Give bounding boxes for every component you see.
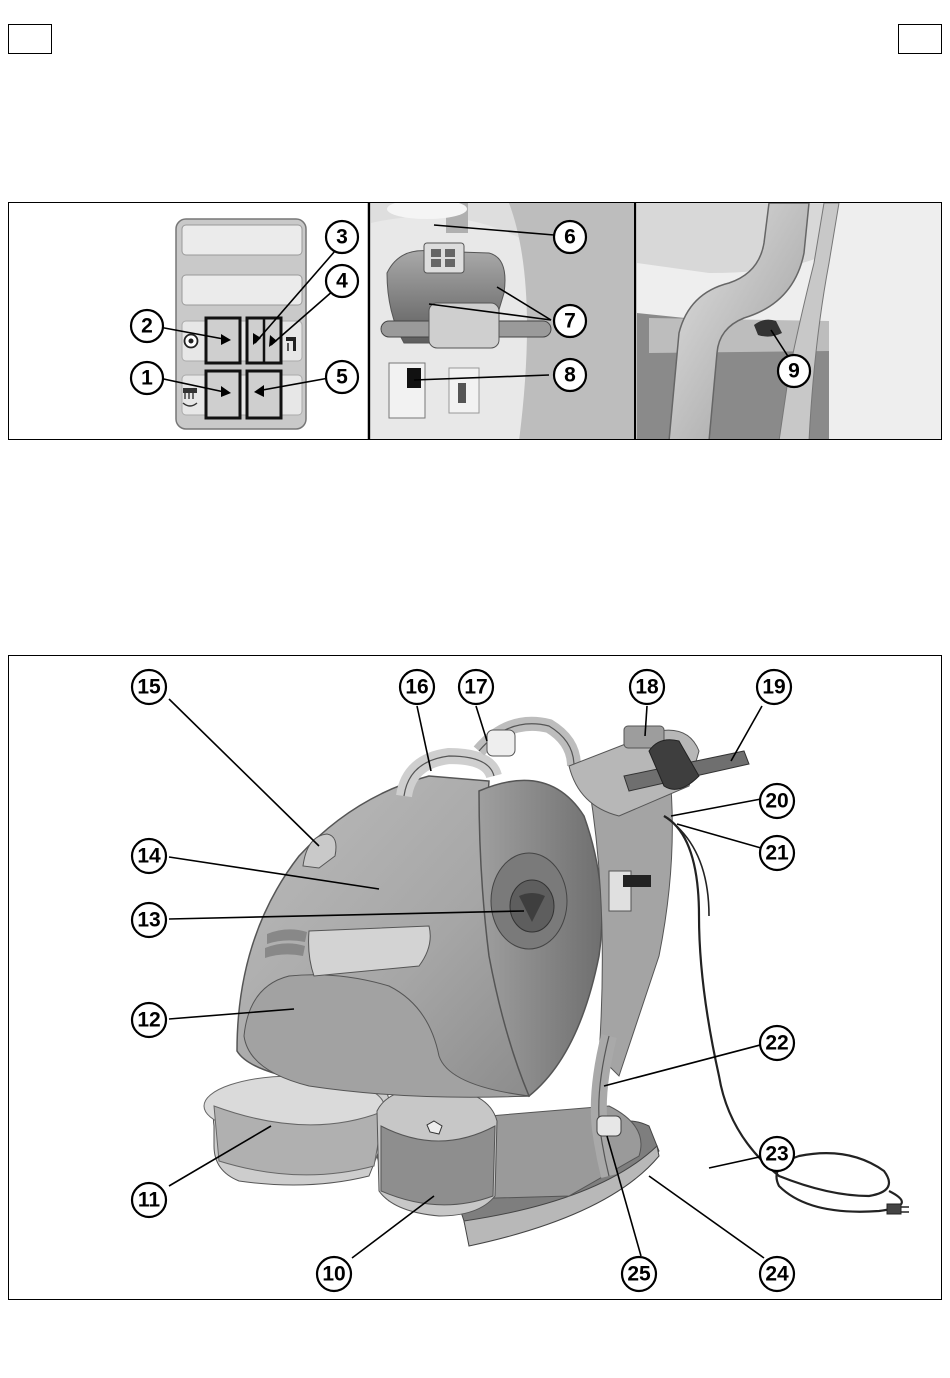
page-corner-box-right: [898, 24, 942, 54]
svg-text:22: 22: [765, 1032, 788, 1055]
callout-2: 2: [131, 310, 163, 342]
svg-text:18: 18: [635, 676, 659, 699]
handle-lever: [407, 368, 421, 388]
svg-text:11: 11: [138, 1189, 161, 1212]
callout-9: 9: [778, 355, 810, 387]
callout-24: 24: [760, 1257, 794, 1291]
control-panel-display-middle: [182, 275, 302, 305]
callout-18: 18: [630, 670, 664, 704]
control-panel-display-top: [182, 225, 302, 255]
svg-text:8: 8: [564, 364, 576, 387]
callout-8: 8: [554, 359, 586, 391]
svg-text:25: 25: [627, 1263, 651, 1286]
callout-20: 20: [760, 784, 794, 818]
callout-12: 12: [132, 1003, 166, 1037]
page-corner-box-left: [8, 24, 52, 54]
callout-19: 19: [757, 670, 791, 704]
top-figure-panel: 1 2 3 4 5 6 7 8 9: [8, 202, 942, 440]
svg-text:1: 1: [141, 367, 153, 390]
callout-21: 21: [760, 836, 794, 870]
svg-text:14: 14: [137, 845, 161, 868]
svg-text:4: 4: [336, 270, 348, 293]
drain-hose-clamp: [597, 1116, 621, 1136]
top-figure-svg: 1 2 3 4 5 6 7 8 9: [9, 203, 942, 440]
handle-detail-illustration: [371, 203, 634, 440]
callout-6: 6: [554, 221, 586, 253]
callout-14: 14: [132, 839, 166, 873]
svg-text:7: 7: [564, 310, 576, 333]
svg-text:5: 5: [336, 366, 348, 389]
callout-25: 25: [622, 1257, 656, 1291]
main-figure-svg: 10 11 12 13 14 15 16 17 18 19 20 21: [9, 656, 942, 1300]
svg-text:13: 13: [137, 909, 160, 932]
callout-4: 4: [326, 265, 358, 297]
callout-10: 10: [317, 1257, 351, 1291]
rear-lever: [623, 875, 651, 887]
callout-11: 11: [132, 1183, 166, 1217]
callout-13: 13: [132, 903, 166, 937]
callout-5: 5: [326, 361, 358, 393]
tube-detail-illustration: [637, 203, 942, 440]
svg-text:17: 17: [464, 676, 487, 699]
callout-22: 22: [760, 1026, 794, 1060]
callout-17: 17: [459, 670, 493, 704]
svg-text:15: 15: [137, 676, 161, 699]
svg-text:2: 2: [141, 315, 153, 338]
svg-text:3: 3: [336, 226, 348, 249]
svg-text:20: 20: [765, 790, 788, 813]
svg-text:24: 24: [765, 1263, 789, 1286]
svg-text:19: 19: [762, 676, 785, 699]
power-plug: [887, 1204, 901, 1214]
svg-text:9: 9: [788, 360, 800, 383]
svg-text:23: 23: [765, 1143, 788, 1166]
vacuum-fan-icon: [185, 335, 198, 348]
svg-text:21: 21: [765, 842, 789, 865]
callout-23: 23: [760, 1137, 794, 1171]
callout-1: 1: [131, 362, 163, 394]
control-panel-illustration: [159, 219, 342, 429]
main-figure-panel: 10 11 12 13 14 15 16 17 18 19 20 21: [8, 655, 942, 1300]
svg-text:16: 16: [405, 676, 428, 699]
top-hose-cuff: [487, 730, 515, 756]
callout-7: 7: [554, 305, 586, 337]
callout-16: 16: [400, 670, 434, 704]
svg-text:6: 6: [564, 226, 576, 249]
callout-15: 15: [132, 670, 166, 704]
scrubber-machine-illustration: [204, 724, 909, 1246]
handle-control-switch-block: [424, 243, 464, 273]
svg-text:12: 12: [137, 1009, 160, 1032]
svg-text:10: 10: [322, 1263, 345, 1286]
callout-3: 3: [326, 221, 358, 253]
